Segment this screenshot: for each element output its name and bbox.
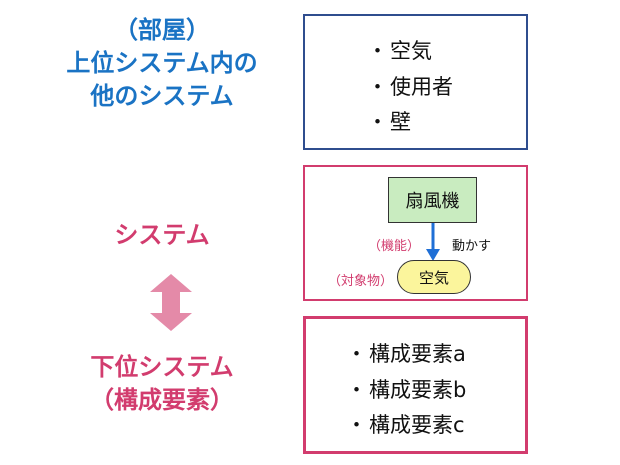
system-label: システム	[114, 221, 210, 249]
function-label: （機能）	[368, 239, 421, 254]
lower-line-1: 下位システム	[90, 353, 234, 381]
system-box	[303, 165, 528, 301]
object-label: （対象物）	[328, 274, 394, 289]
upper-system-label: （部屋） 上位システム内の 他のシステム	[12, 14, 312, 113]
upper-items-list: 空気 使用者 壁	[367, 34, 453, 141]
air-node: 空気	[397, 260, 471, 294]
down-arrow-icon	[426, 223, 440, 261]
upper-system-box: 空気 使用者 壁	[303, 14, 528, 150]
upper-line-3: 他のシステム	[90, 82, 234, 110]
list-item: 使用者	[367, 70, 453, 106]
double-vertical-arrow-icon	[150, 274, 192, 331]
upper-line-room: （部屋）	[114, 16, 210, 44]
list-item: 壁	[367, 105, 453, 141]
lower-items-list: 構成要素a 構成要素b 構成要素c	[346, 337, 466, 444]
lower-system-label: 下位システム （構成要素）	[12, 351, 312, 417]
list-item: 空気	[367, 34, 453, 70]
action-label: 動かす	[452, 239, 492, 254]
list-item: 構成要素c	[346, 408, 466, 444]
list-item: 構成要素a	[346, 337, 466, 373]
fan-node: 扇風機	[388, 177, 477, 223]
lower-system-box: 構成要素a 構成要素b 構成要素c	[303, 316, 528, 454]
lower-line-2: （構成要素）	[90, 386, 234, 414]
list-item: 構成要素b	[346, 373, 466, 409]
upper-line-2: 上位システム内の	[66, 49, 258, 77]
